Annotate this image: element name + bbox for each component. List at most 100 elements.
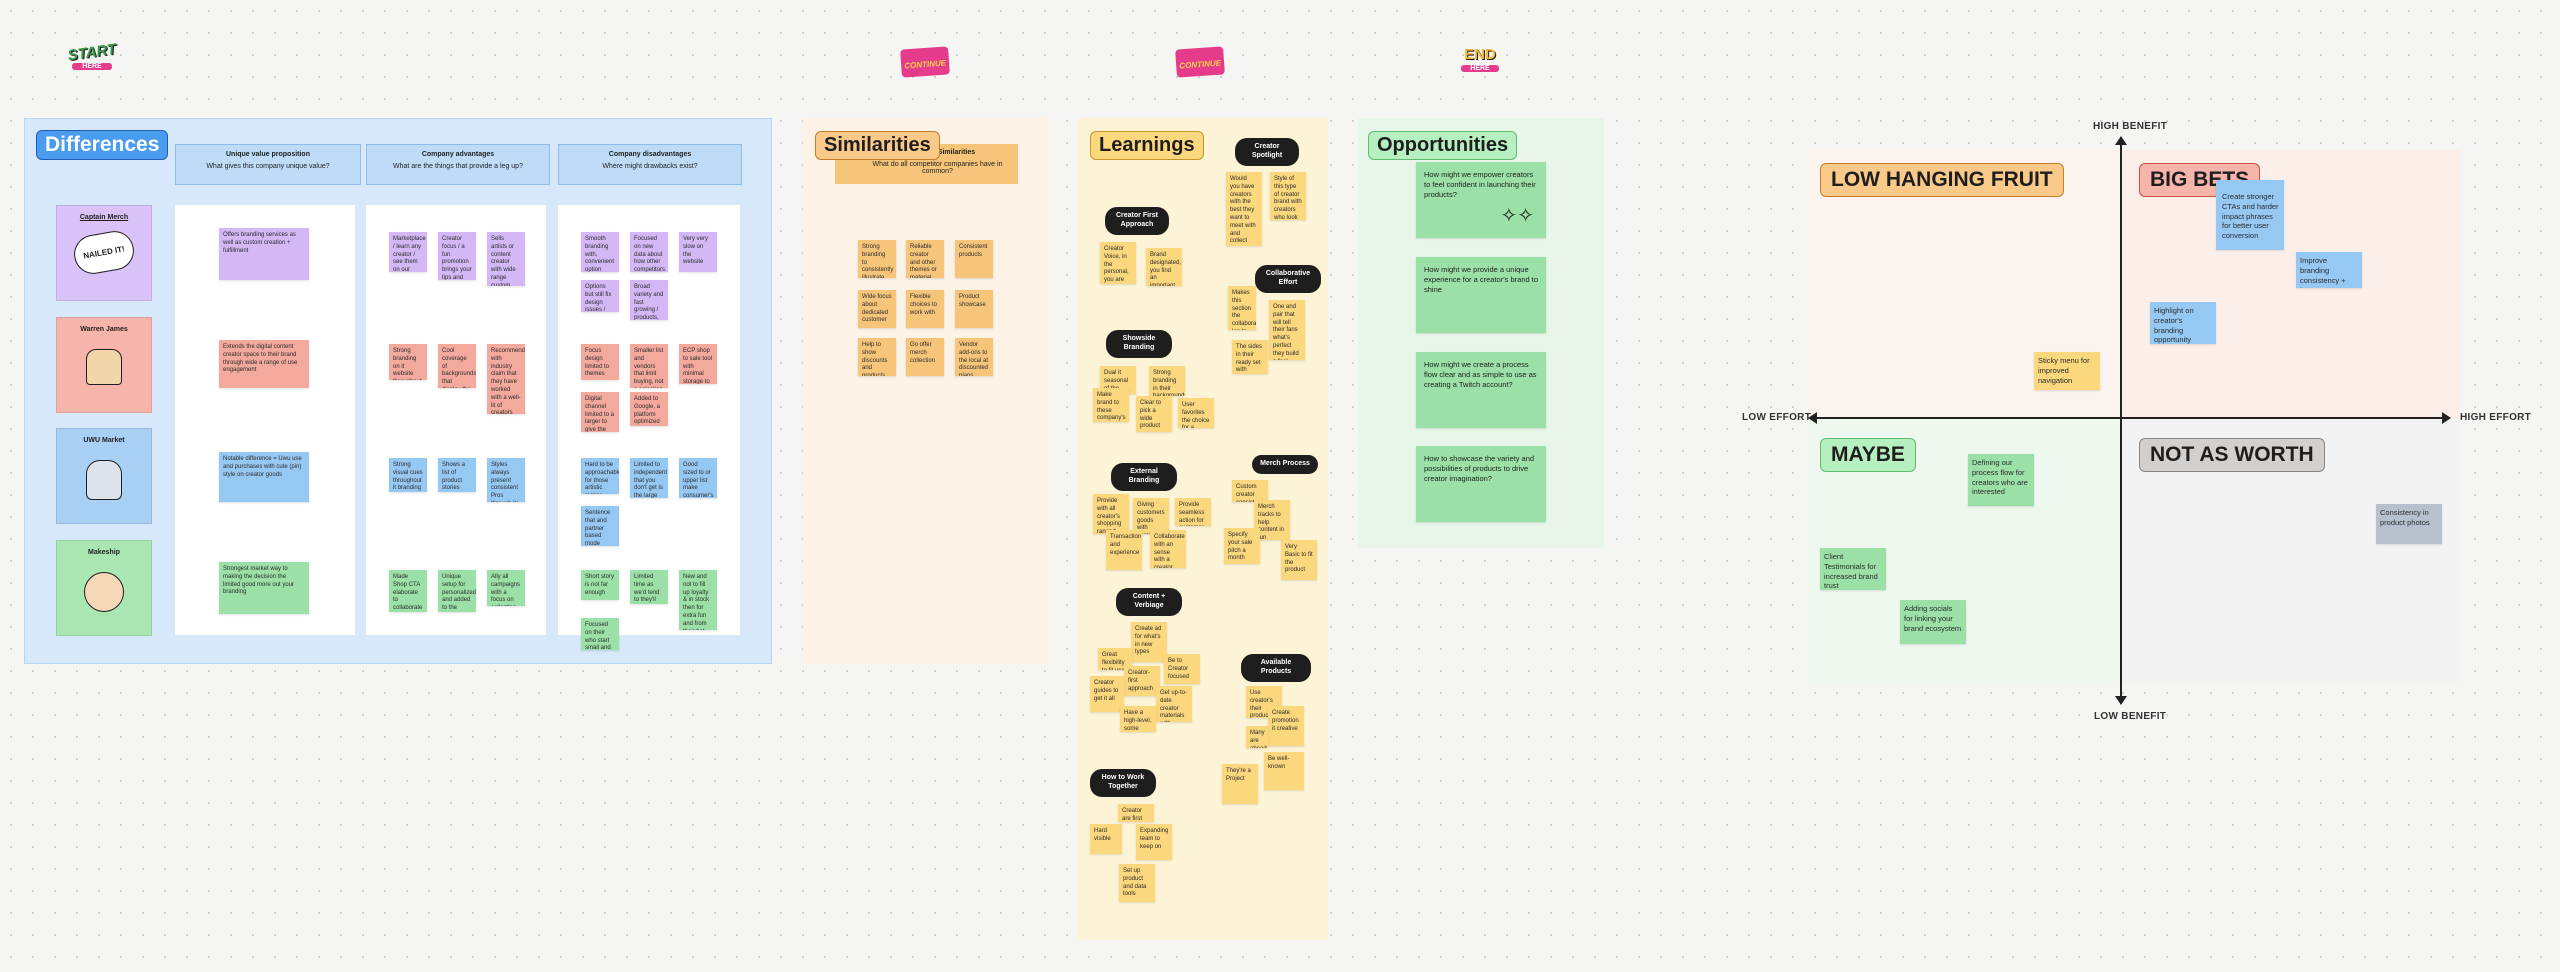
advantage-note[interactable]: Made Shop CTA elaborate to collaborate w… xyxy=(389,570,427,612)
learning-note[interactable]: Merch tracks to help content in fun xyxy=(1254,500,1290,540)
learning-note[interactable]: Hard visible xyxy=(1090,824,1122,854)
learning-note[interactable]: Creator-first approach xyxy=(1124,666,1160,696)
advantage-note[interactable]: Strong branding on it website throughout… xyxy=(389,344,427,380)
learning-note[interactable]: Creator Voice, in the personal, you are … xyxy=(1100,242,1136,284)
disadvantage-note[interactable]: Very very slow on the website xyxy=(679,232,717,272)
advantage-note[interactable]: Marketplace / learn any creator / see th… xyxy=(389,232,427,272)
learning-note[interactable]: Have a high-level, some have been xyxy=(1120,706,1156,732)
learning-note[interactable]: Great flexibility to fit use with your xyxy=(1098,648,1132,670)
disadvantage-note[interactable]: ECP shop to sale tool with minimal stora… xyxy=(679,344,717,384)
learning-note[interactable]: Set up product and data tools xyxy=(1119,864,1155,902)
learning-pill-work-together[interactable]: How to Work Together xyxy=(1090,769,1156,797)
disadvantage-note[interactable]: Hard to be approachable for those artist… xyxy=(581,458,619,494)
matrix-note[interactable]: Adding socials for linking your brand ec… xyxy=(1900,600,1966,644)
uvp-note[interactable]: Offers branding services as well as cust… xyxy=(219,228,309,280)
disadvantage-note[interactable]: Smooth branding with, convenient option … xyxy=(581,232,619,272)
disadvantage-note[interactable]: Smaller list and vendors that limit buyi… xyxy=(630,344,668,388)
disadvantage-note[interactable]: Focused on new data about how other comp… xyxy=(630,232,668,272)
horizontal-axis-line xyxy=(1814,417,2444,419)
similarity-note[interactable]: Product showcase xyxy=(955,290,993,328)
disadvantage-note[interactable]: Options but still fix design issues / pr… xyxy=(581,280,619,312)
similarity-note[interactable]: Strong branding to consistently illustra… xyxy=(858,240,896,278)
advantage-note[interactable]: Shows a list of product stories xyxy=(438,458,476,492)
opportunity-card[interactable]: How to showcase the variety and possibil… xyxy=(1416,446,1546,522)
learning-note[interactable]: Would you have creators with the best th… xyxy=(1226,172,1262,246)
learning-note[interactable]: Expanding team to keep on xyxy=(1136,824,1172,860)
matrix-note[interactable]: Highlight on creator's branding opportun… xyxy=(2150,302,2216,344)
similarity-note[interactable]: Go offer merch collection xyxy=(906,338,944,376)
matrix-note[interactable]: Client Testimonials for increased brand … xyxy=(1820,548,1886,590)
learning-note[interactable]: The sides in their ready set with shippi… xyxy=(1232,340,1268,374)
disadvantage-note[interactable]: Sentence that and partner based mode whi… xyxy=(581,506,619,546)
similarity-note[interactable]: Consistent products xyxy=(955,240,993,278)
advantage-note[interactable]: Cool coverage of backgrounds that displa… xyxy=(438,344,476,388)
similarity-note[interactable]: Flexible choices to work with xyxy=(906,290,944,328)
opportunity-card[interactable]: How might we create a process flow clear… xyxy=(1416,352,1546,428)
disadvantage-note[interactable]: Limited to independent that you don't ge… xyxy=(630,458,668,498)
learning-pill-creator-spotlight[interactable]: Creator Spotlight xyxy=(1235,138,1299,166)
learning-note[interactable]: One and pair that will tell their fans w… xyxy=(1269,300,1305,360)
learning-note[interactable]: Create promotion it creative xyxy=(1268,706,1304,746)
learning-note[interactable]: Creator are first xyxy=(1118,804,1154,822)
learning-pill-creator-first[interactable]: Creator First Approach xyxy=(1105,207,1169,235)
similarity-note[interactable]: Vendor add-ons to the local at discounte… xyxy=(955,338,993,376)
disadvantage-note[interactable]: Good sized to or upper list make consume… xyxy=(679,458,717,498)
learning-note[interactable]: Custom creator consistent with it xyxy=(1232,480,1268,502)
learning-note[interactable]: User favorites the choice for a creator xyxy=(1178,398,1214,428)
advantage-note[interactable]: Ally all campaigns with a focus on colle… xyxy=(487,570,525,606)
matrix-note[interactable]: Create stronger CTAs and harder impact p… xyxy=(2216,180,2284,250)
learning-pill-merch-process[interactable]: Merch Process xyxy=(1252,455,1318,474)
learning-note[interactable]: Get up-to-date creator materials with xyxy=(1156,686,1192,722)
disadvantage-note[interactable]: Focused on their who start small and our… xyxy=(581,618,619,650)
similarity-note[interactable]: Wide focus about dedicated customer xyxy=(858,290,896,328)
learning-note[interactable]: Be well-known xyxy=(1264,752,1304,790)
disadvantage-note[interactable]: Short story is not far enough xyxy=(581,570,619,600)
learning-note[interactable]: Provide with all creator's shopping rang… xyxy=(1093,494,1129,534)
learning-note[interactable]: Create ad for what's in new types xyxy=(1131,622,1167,662)
disadvantage-note[interactable]: Broad variety and fast growing / product… xyxy=(630,280,668,320)
learning-note[interactable]: Style of this type of creator brand with… xyxy=(1270,172,1306,220)
uvp-note[interactable]: Extends the digital content creator spac… xyxy=(219,340,309,388)
disadvantage-note[interactable]: New and not to fill up loyalty & in stoc… xyxy=(679,570,717,630)
matrix-note[interactable]: Sticky menu for improved navigation xyxy=(2034,352,2100,390)
advantage-note[interactable]: Strong visual cues throughout it brandin… xyxy=(389,458,427,492)
matrix-note[interactable]: Defining our process flow for creators w… xyxy=(1968,454,2034,506)
learning-pill-showside[interactable]: Showside Branding xyxy=(1106,330,1172,358)
learning-pill-content-verbiage[interactable]: Content + Verbiage xyxy=(1116,588,1182,616)
disadvantage-note[interactable]: Focus design limited to themes xyxy=(581,344,619,380)
learning-note[interactable]: Many are ahead xyxy=(1246,726,1268,748)
learning-note[interactable]: Makes this section the collaborative leg… xyxy=(1228,286,1256,330)
matrix-note[interactable]: Consistency in product photos xyxy=(2376,504,2442,544)
learning-note[interactable]: Strong branding in their backgrounds thr… xyxy=(1149,366,1185,396)
advantage-note[interactable]: Unique setup for personalized and added … xyxy=(438,570,476,612)
learning-note[interactable]: Very Basic to fit the product xyxy=(1281,540,1317,580)
similarity-note[interactable]: Help to show discounts and products offe… xyxy=(858,338,896,376)
learning-note[interactable]: Clear to pick a wide product xyxy=(1136,396,1172,432)
learning-pill-collaborative[interactable]: Collaborative Effort xyxy=(1255,265,1321,293)
learning-note[interactable]: Transaction and experience xyxy=(1106,530,1142,570)
advantage-note[interactable]: Sells artists or content creator with wi… xyxy=(487,232,525,286)
learning-note[interactable]: Provide seamless action for customer xyxy=(1175,498,1211,526)
learning-pill-available-products[interactable]: Available Products xyxy=(1241,654,1311,682)
similarity-note[interactable]: Reliable creator and other themes or mat… xyxy=(906,240,944,278)
advantage-note[interactable]: Recommend with industry claim that they … xyxy=(487,344,525,414)
matrix-note[interactable]: Improve branding consistency + tone xyxy=(2296,252,2362,288)
learning-note[interactable]: Make brand to these company's to bundle … xyxy=(1093,388,1129,422)
learning-note[interactable]: Collaborate with an sense with a creator xyxy=(1150,530,1186,568)
learning-note[interactable]: Giving customers goods with customer xyxy=(1133,498,1169,534)
learning-note[interactable]: Be to Creator focused xyxy=(1164,654,1200,684)
learning-note[interactable]: Brand designated, you find an important … xyxy=(1146,248,1182,286)
learning-note[interactable]: Creator guides to get it all xyxy=(1090,676,1124,712)
advantage-note[interactable]: Creator focus / a fun promotion brings y… xyxy=(438,232,476,280)
learning-note[interactable]: Specify your sale pitch a month xyxy=(1224,528,1260,564)
uvp-note[interactable]: Strongest market way to making the decis… xyxy=(219,562,309,614)
learning-note[interactable]: They're a Project xyxy=(1222,764,1258,804)
uvp-note[interactable]: Notable difference = Uwu use and purchas… xyxy=(219,452,309,502)
learning-pill-external[interactable]: External Branding xyxy=(1111,463,1177,491)
advantage-note[interactable]: Styles always present consistent Pros th… xyxy=(487,458,525,502)
disadvantage-note[interactable]: Added to Google, a platform optimized to… xyxy=(630,392,668,426)
disadvantage-note[interactable]: Limited time as we'd tend to they'll fee… xyxy=(630,570,668,604)
disadvantage-note[interactable]: Digital channel limited to a larger to g… xyxy=(581,392,619,432)
opportunity-card[interactable]: How might we provide a unique experience… xyxy=(1416,257,1546,333)
opportunity-card[interactable]: How might we empower creators to feel co… xyxy=(1416,162,1546,238)
